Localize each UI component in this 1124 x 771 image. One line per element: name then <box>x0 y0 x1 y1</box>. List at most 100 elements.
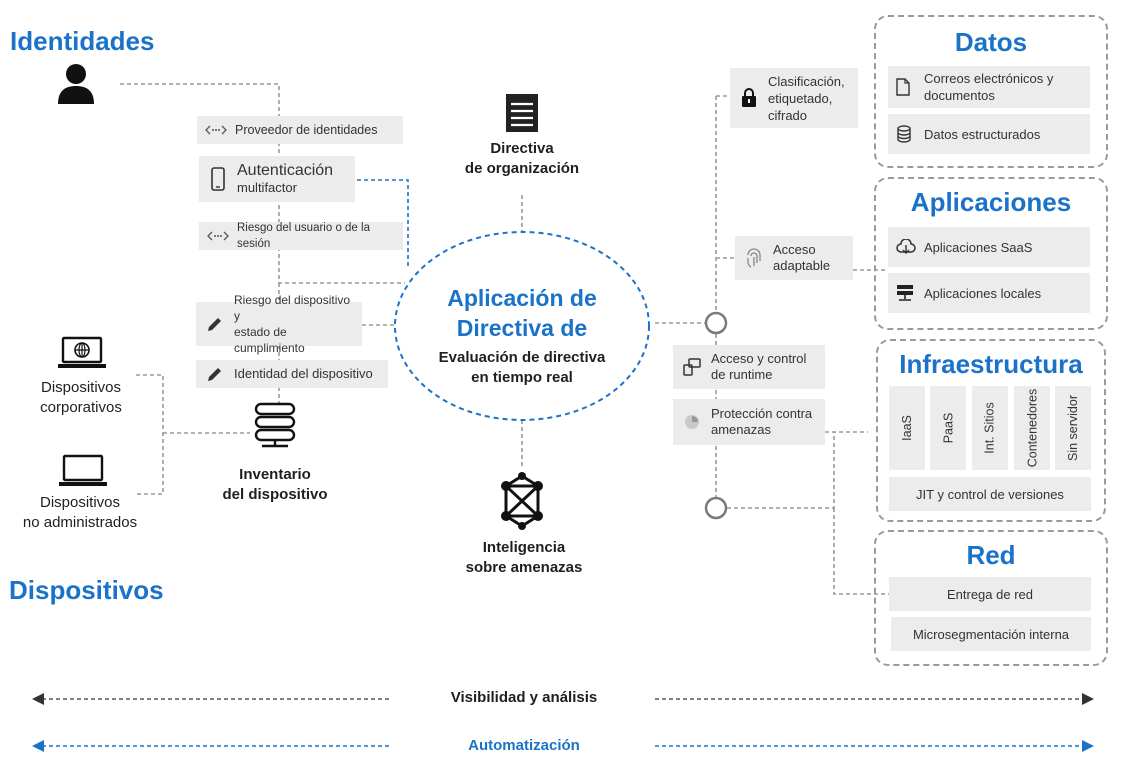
link-icon <box>207 230 229 242</box>
adaptive-access-l1: Acceso <box>773 242 816 257</box>
automation-label: Automatización <box>468 737 580 754</box>
network-heading: Red <box>966 540 1016 570</box>
mfa-title: Autenticación <box>237 162 334 179</box>
emails-l2: documentos <box>924 88 995 103</box>
policy-enforcement-title: Aplicación de Directiva de <box>412 283 632 343</box>
emails-box: Correos electrónicos y documentos <box>888 66 1090 108</box>
threat-intel-l2: sobre amenazas <box>465 559 583 576</box>
server-rack-icon <box>896 284 918 302</box>
policy-evaluation-label: Evaluación de directiva en tiempo real <box>412 348 632 388</box>
local-apps-box: Aplicaciones locales <box>888 273 1090 313</box>
cloud-icon <box>896 239 918 255</box>
policy-evaluation-l2: en tiempo real <box>471 369 573 386</box>
adaptive-access-l2: adaptable <box>773 258 831 273</box>
identity-provider-chip: Proveedor de identidades <box>197 116 403 144</box>
network-delivery-box: Entrega de red <box>889 577 1091 611</box>
unmanaged-devices-l1: Dispositivos <box>39 494 121 511</box>
threat-protection-l1: Protección contra <box>711 406 813 421</box>
microsegmentation-label: Microsegmentación interna <box>912 626 1070 642</box>
database-icon <box>896 125 918 143</box>
server-icon <box>252 402 298 453</box>
infra-heading: Infraestructura <box>899 349 1083 379</box>
jit-label: JIT y control de versiones <box>916 486 1064 502</box>
lock-icon <box>738 88 760 108</box>
threat-protection-l2: amenazas <box>711 422 771 437</box>
device-risk-chip: Riesgo del dispositivo y estado de cumpl… <box>196 293 362 355</box>
pencil-icon <box>204 315 226 333</box>
corporate-devices-label: Dispositivos corporativos <box>20 378 142 418</box>
infra-item-sites-label: Int. Sitios <box>983 402 998 454</box>
structured-data-label: Datos estructurados <box>924 126 1041 142</box>
infra-item-iaas-label: IaaS <box>900 415 914 441</box>
adaptive-access-chip: Acceso adaptable <box>735 236 853 280</box>
classification-l2: etiquetado, <box>768 90 833 106</box>
corporate-devices-l2: corporativos <box>40 399 122 416</box>
policy-evaluation-l1: Evaluación de directiva <box>438 349 606 366</box>
link-icon <box>205 124 227 136</box>
device-identity-chip: Identidad del dispositivo <box>196 360 388 388</box>
org-policy-label: Directiva de organización <box>447 139 597 179</box>
policy-enforcement-title-l1: Aplicación de <box>447 285 597 311</box>
threat-intel-label: Inteligencia sobre amenazas <box>447 538 601 578</box>
shield-icon <box>681 413 703 431</box>
structured-data-box: Datos estructurados <box>888 114 1090 154</box>
network-group: Red <box>874 530 1108 666</box>
classification-l3: cifrado <box>768 107 808 123</box>
inventory-l1: Inventario <box>239 466 311 483</box>
policy-enforcement-title-l2: Directiva de <box>456 315 588 341</box>
device-identity-label: Identidad del dispositivo <box>234 366 373 381</box>
identity-provider-label: Proveedor de identidades <box>235 123 378 137</box>
org-policy-l1: Directiva <box>490 140 554 157</box>
infra-item-containers-label: Contenedores <box>1025 388 1039 468</box>
user-risk-chip: Riesgo del usuario o de la sesión <box>199 222 403 250</box>
visibility-label: Visibilidad y análisis <box>450 689 598 706</box>
jit-box: JIT y control de versiones <box>889 477 1091 511</box>
threat-protection-chip: Protección contra amenazas <box>673 399 825 445</box>
infra-item-paas: PaaS <box>930 386 966 470</box>
runtime-access-l2: de runtime <box>711 367 773 382</box>
saas-label: Aplicaciones SaaS <box>924 239 1033 255</box>
infra-group: Infraestructura <box>876 339 1106 522</box>
device-risk-l1: Riesgo del dispositivo y <box>234 293 351 323</box>
classification-l1: Clasificación, <box>768 73 845 89</box>
infra-item-serverless-label: Sin servidor <box>1066 395 1080 461</box>
data-heading: Datos <box>954 27 1028 57</box>
phone-icon <box>207 167 229 191</box>
document-icon <box>505 93 539 138</box>
identities-heading: Identidades <box>10 26 155 56</box>
runtime-access-l1: Acceso y control <box>711 351 807 366</box>
threat-intel-l1: Inteligencia <box>482 539 566 556</box>
local-apps-label: Aplicaciones locales <box>924 285 1042 301</box>
device-risk-l2: estado de cumplimiento <box>234 325 305 355</box>
corporate-devices-l1: Dispositivos <box>40 379 122 396</box>
classification-chip: Clasificación, etiquetado, cifrado <box>730 68 858 128</box>
inventory-l2: del dispositivo <box>222 486 328 503</box>
infra-item-containers: Contenedores <box>1014 386 1050 470</box>
unmanaged-devices-label: Dispositivos no administrados <box>4 493 156 533</box>
infra-item-sites: Int. Sitios <box>972 386 1008 470</box>
org-policy-l2: de organización <box>464 160 580 177</box>
emails-l1: Correos electrónicos y <box>924 71 1054 86</box>
file-icon <box>896 78 918 96</box>
infra-item-serverless: Sin servidor <box>1055 386 1091 470</box>
inventory-label: Inventario del dispositivo <box>208 465 342 505</box>
laptop-icon <box>58 454 108 493</box>
network-icon <box>494 472 550 535</box>
microsegmentation-box: Microsegmentación interna <box>891 617 1091 651</box>
person-icon <box>56 62 96 109</box>
saas-box: Aplicaciones SaaS <box>888 227 1090 267</box>
pencil-icon <box>204 365 226 383</box>
mfa-sub: multifactor <box>237 180 297 195</box>
devices-heading: Dispositivos <box>9 575 164 605</box>
laptop-globe-icon <box>57 336 107 375</box>
apps-group: Aplicaciones <box>874 177 1108 330</box>
network-delivery-label: Entrega de red <box>946 586 1033 602</box>
data-group: Datos <box>874 15 1108 168</box>
devices-icon <box>681 357 703 377</box>
fingerprint-icon <box>743 247 765 269</box>
mfa-chip: Autenticación multifactor <box>199 156 355 202</box>
apps-heading: Aplicaciones <box>910 187 1072 217</box>
infra-item-iaas: IaaS <box>889 386 925 470</box>
runtime-access-chip: Acceso y control de runtime <box>673 345 825 389</box>
